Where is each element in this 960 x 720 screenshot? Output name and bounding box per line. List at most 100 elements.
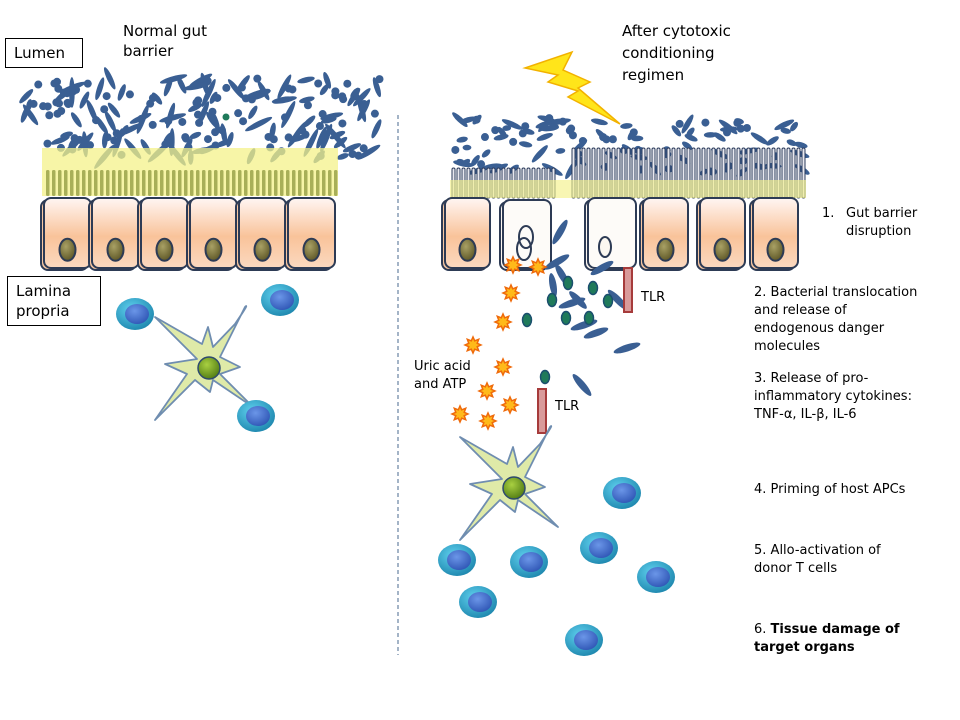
step-1-number: 1. [822,206,835,221]
bacterium-rod [60,131,73,139]
cell-body [444,197,491,269]
bacterium-rod [671,125,682,137]
bacterium-rod [197,101,210,126]
step-2-number: 2. [754,285,767,300]
epithelial-cell [584,197,637,271]
cell-body [642,197,689,269]
bacterium-coccus [164,117,173,126]
step-6-text: Tissue damage of target organs [754,622,900,655]
bacterium-rod [226,132,234,148]
bacterium-rod [780,127,791,134]
bacterium-rod [253,89,271,100]
microvillus [316,170,320,196]
microvillus [130,170,134,196]
bacterium-rod [481,149,491,158]
bacterium-rod [316,126,327,149]
t-cell [261,284,299,316]
bacterium-rod [50,135,70,145]
dendritic-cell-nucleus [197,356,221,380]
bacterium-coccus [568,131,577,140]
cell-nucleus [302,237,321,262]
bacterium-rod [518,141,533,148]
cell-nucleus [766,237,785,262]
microvillus [148,170,152,196]
bacterium-rod [472,114,482,125]
bacterium-coccus [558,117,567,126]
bacterium-rod [220,123,228,145]
lightning-bolt-icon [522,50,621,125]
bacterium-coccus [39,102,48,111]
bacterium-rod [786,139,797,147]
bacterium-rod [342,143,362,153]
after-conditioning-title: After cytotoxic conditioning regimen [622,22,731,84]
step-2: 2. Bacterial translocation and release o… [754,284,917,356]
bacterium-rod [188,103,203,112]
microvillus [322,170,326,196]
cell-nucleus [204,237,223,262]
microvillus [82,170,86,196]
danger-molecule [450,404,470,424]
t-cell-nucleus [447,550,471,570]
bacterium-coccus [222,83,231,92]
bacterium-rod [572,374,592,396]
microvillus [298,170,302,196]
epithelial-cell [88,197,140,271]
t-cell [510,546,548,578]
microvillus [124,170,128,196]
bacterium-rod [189,131,202,140]
bacterium-rod [183,82,211,91]
bacterium-coccus [239,117,248,126]
bacterium-green [602,293,614,309]
uric-acid-atp-label: Uric acid and ATP [414,359,471,392]
translocating-bacteria [521,219,641,396]
cell-body [587,197,637,269]
tlr-label-lower: TLR [555,399,580,414]
cell-body [752,197,799,269]
microvillus [214,170,218,196]
bacterium-coccus [608,135,617,144]
bacterium-rod [544,254,570,270]
microvillus [136,170,140,196]
step-4-text: Priming of host APCs [770,482,906,497]
bacterium-rod [151,92,163,105]
microvillus [286,170,290,196]
bacterium-green [583,310,595,326]
bacterium-rod [329,130,346,140]
bacterium-rod [69,77,75,108]
step-5-number: 5. [754,543,767,558]
bacterium-rod [117,84,126,101]
bacterium-rod [470,155,480,167]
bacterium-rod [333,136,348,149]
step-2-text: Bacterial translocation and release of e… [754,285,918,354]
bacterium-rod [118,122,143,136]
microvillus [304,170,308,196]
microvillus [70,170,74,196]
bacterium-rod [790,121,799,132]
bacterium-green [562,275,574,291]
bacterium-rod [605,151,617,160]
bacterium-rod [372,77,381,98]
bacterium-coccus [578,136,587,145]
bacterium-rod [774,119,795,131]
microvillus [112,170,116,196]
bacterium-rod [713,132,726,142]
bacterium-coccus [521,122,530,131]
step-6: 6. Tissue damage of target organs [754,621,900,657]
bacterium-coccus [203,135,212,144]
microvillus [106,170,110,196]
cell-nucleus [458,237,477,262]
step-1-text: Gut barrier disruption [846,206,918,239]
bacterium-coccus [63,98,72,107]
bacterium-coccus [193,110,202,119]
epithelial-cell [40,197,92,271]
microvilli-band-right [450,180,806,198]
epithelial-cells-right [441,197,799,271]
bacterium-coccus [331,91,340,100]
danger-molecule [478,411,498,431]
damaged-nucleus [518,225,534,249]
bacterium-green [546,292,558,308]
microvillus [184,170,188,196]
microvillus [46,170,50,196]
bacterium-rod [136,104,149,134]
